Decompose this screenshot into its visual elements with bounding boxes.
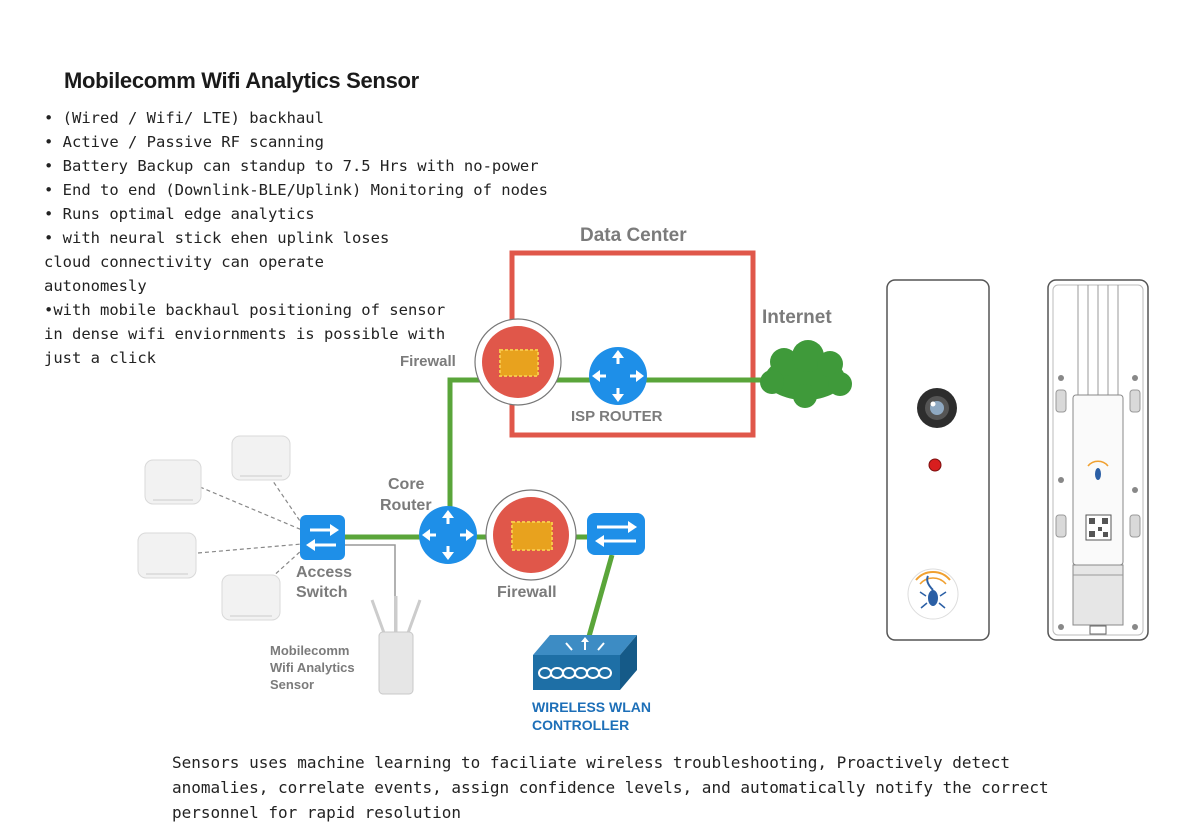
core-router-label: Core: [388, 476, 425, 493]
router-icon: [419, 506, 477, 564]
switch-icon: [300, 515, 345, 560]
feature-item: • Runs optimal edge analytics: [44, 205, 315, 223]
feature-item: • Battery Backup can standup to 7.5 Hrs …: [44, 157, 539, 175]
feature-list: • (Wired / Wifi/ LTE) backhaul • Active …: [44, 106, 548, 370]
feature-item: • (Wired / Wifi/ LTE) backhaul: [44, 109, 324, 127]
access-switch-label: Switch: [296, 584, 348, 601]
isp-router-label: ISP ROUTER: [571, 408, 663, 425]
scorpion-logo-icon: [1087, 460, 1109, 480]
firewall-top-label: Firewall: [400, 353, 456, 370]
access-switch-label: Access: [296, 564, 352, 581]
firewall-icon: [474, 318, 562, 406]
status-led: [928, 458, 942, 472]
sensor-back-view: [1047, 279, 1149, 641]
sensor-device-icon: [370, 596, 422, 695]
core-router-label: Router: [380, 497, 432, 514]
firewall-icon: [485, 489, 577, 581]
camera-icon: [917, 388, 957, 428]
sensor-label: Mobilecomm: [270, 643, 349, 658]
access-point-icon: [144, 459, 202, 505]
ap-links: [197, 464, 303, 598]
sensor-front-view: [886, 279, 990, 641]
firewall-bottom-label: Firewall: [497, 584, 557, 601]
wlan-controller-label: WIRELESS WLAN: [532, 699, 651, 715]
data-center-label: Data Center: [580, 225, 687, 246]
internet-label: Internet: [762, 307, 832, 328]
scorpion-logo-icon: [907, 568, 959, 620]
switch-icon: [587, 513, 645, 555]
qr-code-icon: [1085, 514, 1112, 541]
feature-item: •with mobile backhaul positioning of sen…: [44, 301, 446, 367]
feature-item: • with neural stick ehen uplink loses cl…: [44, 229, 390, 295]
caption: Sensors uses machine learning to facilia…: [172, 753, 1049, 822]
router-icon: [589, 347, 647, 405]
cloud-icon: [760, 340, 852, 408]
feature-item: • End to end (Downlink-BLE/Uplink) Monit…: [44, 181, 548, 199]
access-point-icon: [221, 574, 281, 621]
sensor-label: Wifi Analytics: [270, 660, 355, 675]
wlan-controller-label: CONTROLLER: [532, 717, 629, 733]
wlan-controller-icon: [533, 635, 637, 690]
access-point-icon: [137, 532, 197, 579]
sensor-link: [345, 544, 396, 635]
access-point-icon: [231, 435, 291, 481]
sensor-label: Sensor: [270, 677, 314, 692]
feature-item: • Active / Passive RF scanning: [44, 133, 324, 151]
page-title: Mobilecomm Wifi Analytics Sensor: [64, 68, 419, 93]
